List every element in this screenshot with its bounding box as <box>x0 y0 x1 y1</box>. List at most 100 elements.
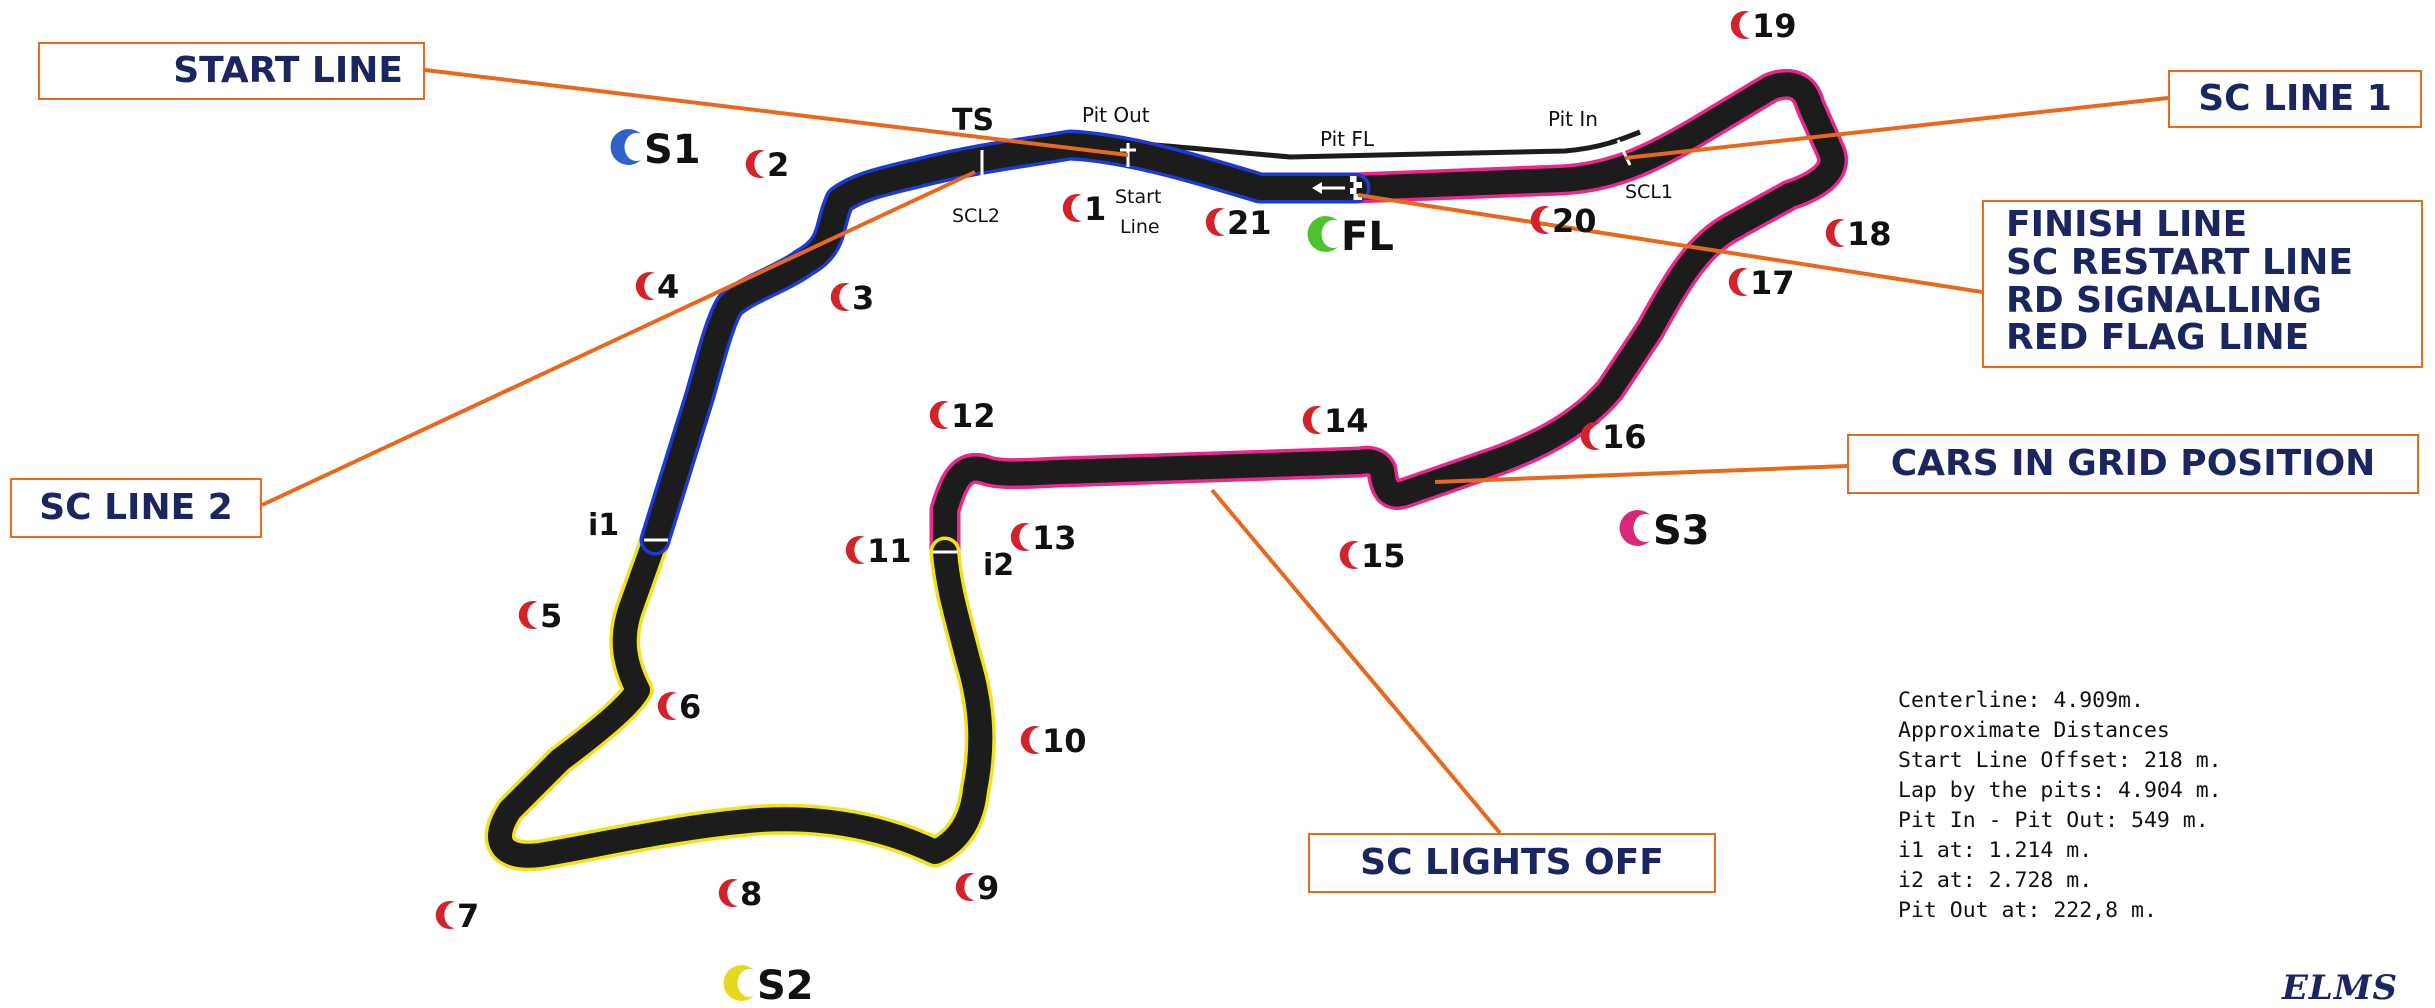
start-line-label-1: Start <box>1115 186 1161 208</box>
i1-label: i1 <box>588 508 619 543</box>
turn-number-label: 6 <box>679 688 701 726</box>
turn-marker-19: 19 <box>1730 7 1797 45</box>
info-i1: i1 at: 1.214 m. <box>1898 838 2093 863</box>
elms-logo: ELMS <box>2282 968 2399 1008</box>
sector1-track <box>639 129 1371 556</box>
fl-label: FL <box>1341 214 1394 260</box>
turn-marker-5: 5 <box>518 597 562 635</box>
sc-line-2-callout-text: SC LINE 2 <box>39 487 233 529</box>
circuit-info: Centerline: 4.909m. Approximate Distance… <box>1898 686 2222 926</box>
turn-marker-icon <box>1010 523 1030 551</box>
turn-marker-20: 20 <box>1530 202 1597 240</box>
turn-number-label: 18 <box>1847 215 1892 253</box>
red-flag-line-text: RED FLAG LINE <box>2006 317 2310 359</box>
s1-marker: S1 <box>610 127 701 173</box>
sector2-track <box>484 524 996 872</box>
turn-marker-icon <box>1728 268 1748 297</box>
turn-marker-icon <box>435 901 455 929</box>
info-lap-by-pits: Lap by the pits: 4.904 m. <box>1898 778 2222 803</box>
turn-marker-icon <box>929 401 949 430</box>
turn-number-label: 19 <box>1752 7 1797 45</box>
turn-number-label: 12 <box>951 397 996 435</box>
turn-marker-3: 3 <box>830 279 874 317</box>
rd-signalling-text: RD SIGNALLING <box>2006 279 2322 321</box>
turn-number-label: 2 <box>767 146 789 184</box>
turn-marker-10: 10 <box>1020 722 1087 760</box>
sector3-track <box>929 68 1848 568</box>
ts-label: TS <box>952 103 994 138</box>
scl1-label: SCL1 <box>1625 181 1673 203</box>
turn-number-label: 20 <box>1552 202 1597 240</box>
turn-marker-8: 8 <box>718 875 762 913</box>
turn-number-label: 7 <box>457 897 479 935</box>
turn-marker-17: 17 <box>1728 264 1795 302</box>
turn-marker-icon <box>1020 726 1040 755</box>
turn-marker-13: 13 <box>1010 519 1077 557</box>
turn-marker-icon <box>1062 194 1082 223</box>
turn-marker-icon <box>635 272 655 301</box>
turn-marker-icon <box>745 150 765 179</box>
turn-marker-icon <box>1530 206 1550 235</box>
sc-lights-off-callout: SC LIGHTS OFF <box>1308 833 1716 893</box>
turn-number-label: 16 <box>1602 418 1647 456</box>
turn-number-label: 8 <box>740 875 762 913</box>
turn-marker-icon <box>518 601 538 630</box>
turn-number-label: 14 <box>1324 402 1369 440</box>
turn-marker-icon <box>1205 208 1225 236</box>
turn-marker-1: 1 <box>1062 190 1106 228</box>
cars-in-grid-callout: CARS IN GRID POSITION <box>1847 434 2419 494</box>
s3-marker: S3 <box>1619 508 1710 554</box>
sc-line-1-callout-text: SC LINE 1 <box>2198 78 2392 120</box>
turn-number-label: 9 <box>977 869 999 907</box>
turn-number-label: 5 <box>540 597 562 635</box>
turn-number-label: 15 <box>1361 537 1406 575</box>
turn-marker-9: 9 <box>955 869 999 907</box>
sc-lights-off-callout-text: SC LIGHTS OFF <box>1360 842 1664 884</box>
turn-number-label: 17 <box>1750 264 1795 302</box>
sc-line-2-callout: SC LINE 2 <box>10 478 262 538</box>
start-line-callout-text: START LINE <box>173 50 403 92</box>
turn-marker-icon <box>830 283 850 311</box>
info-pit-out-at: Pit Out at: 222,8 m. <box>1898 898 2157 923</box>
turn-marker-12: 12 <box>929 397 996 435</box>
turn-number-label: 3 <box>852 279 874 317</box>
turn-marker-21: 21 <box>1205 204 1272 242</box>
cars-in-grid-callout-text: CARS IN GRID POSITION <box>1890 443 2376 485</box>
turn-marker-6: 6 <box>657 688 701 726</box>
turn-marker-icon <box>1580 422 1600 450</box>
turn-number-label: 10 <box>1042 722 1087 760</box>
sc-line-1-callout: SC LINE 1 <box>2168 70 2422 128</box>
turn-marker-icon <box>718 879 738 907</box>
turn-marker-4: 4 <box>635 268 679 306</box>
finish-line-text: FINISH LINE <box>2006 204 2248 245</box>
pit-out-label: Pit Out <box>1082 103 1150 127</box>
turn-number-label: 1 <box>1084 190 1106 228</box>
turn-marker-icon <box>1730 10 1750 39</box>
turn-number-label: 21 <box>1227 204 1272 242</box>
info-i2: i2 at: 2.728 m. <box>1898 868 2093 893</box>
fl-marker: FL <box>1307 214 1394 260</box>
pit-fl-label: Pit FL <box>1320 127 1375 151</box>
s2-label: S2 <box>757 963 814 1001</box>
s1-label: S1 <box>644 127 701 173</box>
turn-number-label: 4 <box>657 268 679 306</box>
turn-marker-16: 16 <box>1580 418 1647 456</box>
info-centerline: Centerline: 4.909m. <box>1898 688 2144 713</box>
pit-in-label: Pit In <box>1548 107 1598 131</box>
s3-label: S3 <box>1653 508 1710 554</box>
i2-label: i2 <box>983 548 1014 583</box>
start-line-label-2: Line <box>1120 216 1160 238</box>
sc-restart-line-text: SC RESTART LINE <box>2006 241 2353 283</box>
callout-leaders <box>261 68 2169 835</box>
turn-marker-7: 7 <box>435 897 479 935</box>
start-line-callout: START LINE <box>38 42 425 100</box>
info-pit-in-out: Pit In - Pit Out: 549 m. <box>1898 808 2209 833</box>
turn-marker-15: 15 <box>1339 537 1406 575</box>
turn-marker-icon <box>1339 541 1359 569</box>
turn-marker-14: 14 <box>1302 402 1369 440</box>
s2-marker: S2 <box>723 963 814 1001</box>
info-approx-distances: Approximate Distances <box>1898 718 2170 743</box>
scl2-label: SCL2 <box>952 205 1000 227</box>
